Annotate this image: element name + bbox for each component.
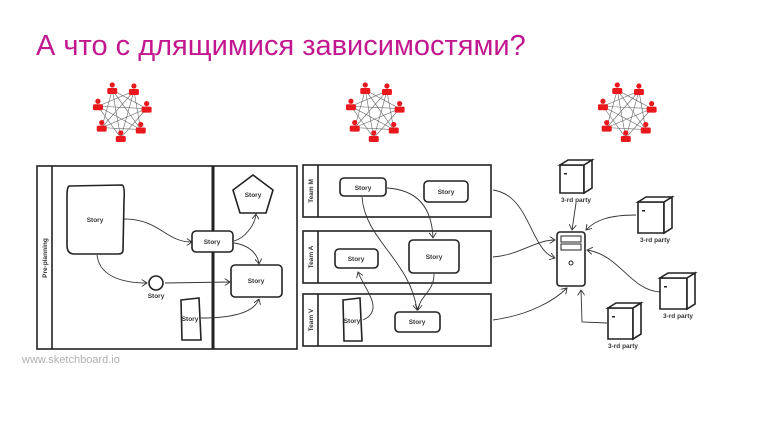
story-label: Story <box>348 256 365 263</box>
lane-label-preplanning: Pre-planning <box>42 238 49 278</box>
story-label: Story <box>248 278 265 285</box>
story-label: Story <box>245 192 262 199</box>
preplanning-diagram: Pre-planning Story Story Story Story Sto… <box>36 165 298 350</box>
story-label: Story <box>355 185 372 192</box>
story-label: Story <box>182 316 199 323</box>
story-card <box>408 239 460 274</box>
third-party-label: 3-rd party <box>561 197 591 204</box>
story-label: Story <box>438 189 455 196</box>
story-milestone <box>148 275 164 291</box>
watermark: www.sketchboard.io <box>22 354 120 366</box>
story-card <box>339 177 387 197</box>
third-party-label: 3-rd party <box>640 237 670 244</box>
story-card <box>334 248 379 269</box>
story-card <box>180 297 202 341</box>
story-label: Story <box>409 319 426 326</box>
story-card <box>423 180 469 203</box>
story-card <box>342 297 363 342</box>
teams-diagram: Team M Team A Team V Story Story Story S… <box>302 158 698 350</box>
story-card <box>230 264 283 298</box>
lane-team-v <box>302 293 492 347</box>
story-label: Story <box>426 254 443 261</box>
story-card <box>191 230 234 253</box>
third-party-server-icon <box>557 158 595 195</box>
server-icon <box>556 231 586 287</box>
lane-label: Team A <box>308 245 315 268</box>
story-label: Story <box>87 217 104 224</box>
team-network-icon <box>92 82 152 142</box>
third-party-label: 3-rd party <box>663 313 693 320</box>
story-card <box>66 184 126 255</box>
third-party-label: 3-rd party <box>608 343 638 350</box>
story-label: Story <box>204 239 221 246</box>
lane-team-a <box>302 230 492 284</box>
slide-title: А что с длящимися зависимостями? <box>36 30 526 62</box>
lane-label: Team M <box>308 179 315 203</box>
story-pentagon <box>232 174 274 214</box>
third-party-server-icon <box>605 301 644 341</box>
third-party-server-icon <box>657 271 698 311</box>
third-party-server-icon <box>635 195 675 235</box>
story-card <box>394 311 441 333</box>
lane-label: Team V <box>308 308 315 331</box>
story-label: Story <box>344 318 361 325</box>
story-label: Story <box>148 293 165 300</box>
team-network-icon <box>345 82 405 142</box>
team-network-icon <box>597 82 657 142</box>
